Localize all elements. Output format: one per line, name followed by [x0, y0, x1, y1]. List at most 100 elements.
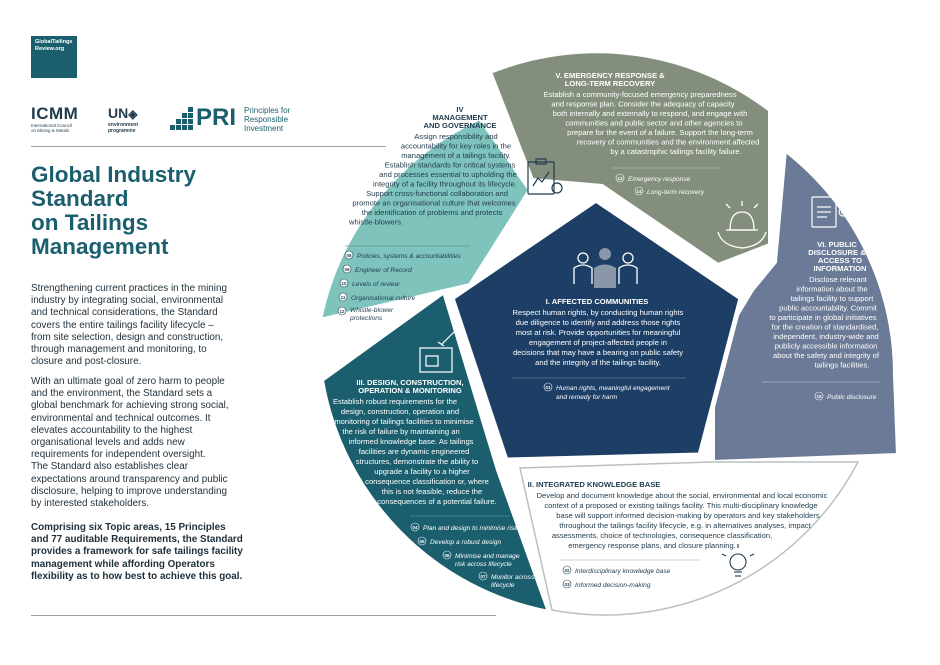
topic-body-line: about the safety and integrity of	[773, 351, 880, 360]
topic-body-line: throughout the tailings facility lifecyc…	[559, 521, 811, 530]
topic-body-line: Assign responsibility and	[414, 132, 498, 141]
unep-logo-name: UN◈	[108, 105, 138, 122]
globaltailings-logo: GlobalTailings Review.org	[31, 36, 77, 78]
document-eye-icon	[811, 196, 848, 228]
topic-body-line: upgrade a facility to a higher	[374, 467, 470, 476]
topic-body-line: Develop and document knowledge about the…	[537, 491, 828, 500]
principle-label: Minimise and manage	[455, 553, 520, 560]
topic-body-line: decisions that may have a bearing on pub…	[513, 348, 683, 357]
topic-body-line: the identification of problems and prote…	[362, 208, 503, 217]
topic-body-line: management of a tailings facility.	[401, 151, 511, 160]
topic-title: IV	[456, 105, 464, 114]
topic-body-line: independent, industry-wide and	[773, 332, 879, 341]
topic-body-line: engagement of project-affected people in	[529, 338, 667, 347]
topic-title: ACCESS TO	[818, 256, 862, 265]
topic-title: DISCLOSURE &	[808, 248, 866, 257]
goal-paragraph: With an ultimate goal of zero harm to pe…	[31, 376, 229, 510]
principle-label: risk across lifecycle	[455, 561, 512, 568]
topic-body-line: by a catastrophic tailings facility fail…	[610, 147, 741, 156]
gtr-logo-line: GlobalTailings	[35, 39, 73, 45]
topic-body-line: Support cross-functional collaboration a…	[366, 189, 508, 198]
clipboard-gear-icon	[527, 158, 563, 195]
principle-list: 02 Interdisciplinary knowledge base 03 I…	[560, 559, 700, 589]
topic-body-line: Establish a community-focused emergency …	[543, 90, 737, 99]
segment-affected-communities	[449, 197, 744, 463]
segment-emergency-response	[487, 49, 772, 268]
topic-body-line: public accountability. Commit	[779, 304, 878, 313]
unep-logo-sub: programme	[108, 128, 136, 134]
pri-logo-name: PRI	[196, 104, 237, 131]
topic-body-line: facilities are dynamic engineered	[359, 447, 470, 456]
principle-number: 05	[419, 539, 425, 544]
topic-body-line: and the integrity of the tailings facili…	[535, 358, 661, 367]
principle-label: Whistle-blower	[350, 307, 394, 314]
pri-squares-icon	[170, 107, 194, 130]
topic-title: MANAGEMENT	[432, 113, 488, 122]
principle-label: Emergency response	[628, 176, 691, 183]
topic-title: LONG-TERM RECOVERY	[565, 79, 655, 88]
topic-body-line: design, construction, operation and	[341, 407, 459, 416]
principle-label: Plan and design to minimise risk	[423, 525, 518, 532]
principle-list: 08 Policies, systems & accountabilities …	[337, 245, 470, 322]
topic-body-line: Respect human rights, by conducting huma…	[513, 308, 684, 317]
topic-body-line: information about the	[796, 285, 867, 294]
lightbulb-icon	[721, 544, 755, 577]
topic-body-line: this is not feasible, reduce the	[382, 487, 482, 496]
topic-body-line: publicly accessible information	[775, 342, 878, 351]
principle-number: 10	[341, 281, 347, 286]
topic-body-line: base will support informed decision-maki…	[556, 511, 820, 520]
topic-title: V. EMERGENCY RESPONSE &	[555, 71, 665, 80]
framework-paragraph: Comprising six Topic areas, 15 Principle…	[31, 522, 243, 582]
topic-body-line: communities and public sector and other …	[565, 119, 742, 128]
un-globe-icon: ◈	[128, 107, 138, 121]
segment-management-governance	[317, 115, 533, 323]
principle-label: Informed decision-making	[575, 582, 651, 589]
topic-body-line: consequences of a potential failure.	[377, 497, 496, 506]
principle-number: 03	[564, 582, 570, 587]
principle-number: 11	[341, 295, 346, 300]
topic-body-line: emergency response plans, and closure pl…	[568, 541, 736, 550]
topic-body-line: structures, demonstrate the ability to	[356, 457, 478, 466]
principle-number: 01	[545, 385, 551, 390]
principle-label: Engineer of Record	[355, 267, 412, 274]
topic-title: III. DESIGN, CONSTRUCTION,	[356, 378, 463, 387]
topic-body-line: and response plan. Consider the adequacy…	[551, 100, 734, 109]
topic-body-line: most at risk. Provide opportunities for …	[516, 328, 681, 337]
principle-label: lifecycle	[491, 582, 515, 589]
principle-number: 07	[480, 574, 486, 579]
principle-list: 13 Emergency response 14 Long-term recov…	[612, 167, 720, 196]
principle-label: Policies, systems & accountabilities	[357, 253, 461, 260]
principle-number: 08	[346, 253, 352, 258]
topic-title: OPERATION & MONITORING	[358, 386, 462, 395]
topic-body-line: whistle-blowers.	[348, 218, 403, 227]
principle-list: 01 Human rights, meaningful engagement a…	[512, 377, 686, 401]
principle-number: 14	[636, 189, 642, 194]
principle-label: Develop a robust design	[430, 539, 501, 546]
principle-label: Interdisciplinary knowledge base	[575, 568, 671, 575]
divider	[31, 146, 386, 147]
principle-number: 09	[344, 267, 350, 272]
topic-title: AND GOVERNANCE	[424, 121, 497, 130]
topic-body-line: tailings facility to support	[791, 294, 875, 303]
pri-logo: PRI Principles for Responsible Investmen…	[170, 104, 302, 133]
topic-body-line: tailings facilities.	[815, 361, 870, 370]
topic-body-line: context of a proposed or existing tailin…	[544, 501, 817, 510]
unep-logo: UN◈ environment programme	[108, 105, 168, 135]
topic-body-line: Disclose relevant	[809, 275, 868, 284]
segment-public-disclosure	[711, 146, 901, 465]
topic-body-line: to participate in global initiatives	[769, 313, 876, 322]
topic-title: VI. PUBLIC	[817, 240, 857, 249]
people-group-icon	[573, 248, 638, 288]
principle-label: and remedy for harm	[556, 394, 618, 401]
topic-body-line: accountability for key roles in the	[401, 142, 511, 151]
topic-body-line: both internally and externally to respon…	[553, 109, 748, 118]
topic-body-line: due diligence to identify and address th…	[516, 318, 681, 327]
principle-number: 15	[816, 394, 822, 399]
alarm-bell-hands-icon	[717, 201, 767, 249]
segment-design-construction	[319, 288, 553, 615]
page-title: Global Industry Standard on Tailings Man…	[31, 162, 197, 259]
topic-body-line: recovery of communities and the environm…	[577, 138, 760, 147]
topic-body-line: the risk of failure by maintaining an	[342, 427, 459, 436]
principle-number: 13	[617, 176, 623, 181]
principle-list: 15 Public disclosure	[762, 381, 880, 401]
